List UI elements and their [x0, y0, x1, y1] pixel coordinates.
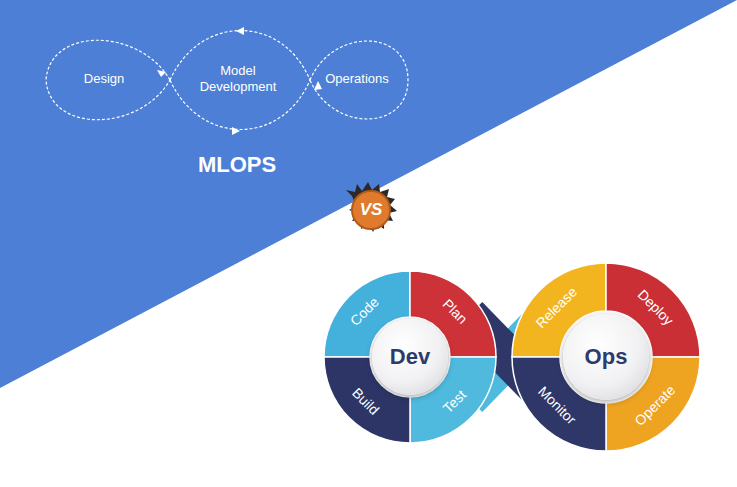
vs-badge-text: VS	[360, 200, 383, 220]
mlops-loop	[46, 31, 408, 130]
section-title: MLOPS	[198, 152, 276, 178]
badge-circle	[352, 191, 390, 229]
stage-label: Model Development	[193, 63, 287, 97]
loop-right	[310, 41, 408, 119]
node-text: Design	[82, 71, 127, 87]
hub-circle: Dev	[372, 319, 448, 395]
arrowhead	[232, 127, 240, 135]
node-text: Model Development	[193, 63, 283, 95]
arrowhead	[314, 81, 322, 90]
node-text: Operations	[323, 71, 391, 87]
loop-arrowheads	[157, 27, 322, 135]
arrowhead	[236, 27, 244, 35]
arrowhead	[157, 70, 166, 77]
stage-label: Operations	[323, 71, 391, 89]
badge-splash	[346, 182, 397, 232]
loop-middle	[170, 31, 310, 130]
stage-label: Design	[82, 71, 127, 89]
vs-badge	[346, 182, 397, 232]
devops-loop	[324, 263, 700, 451]
node-text: Dev	[390, 344, 430, 370]
loop-left	[46, 40, 170, 120]
node-text: Ops	[585, 344, 628, 370]
hub-circle: Ops	[563, 314, 649, 400]
